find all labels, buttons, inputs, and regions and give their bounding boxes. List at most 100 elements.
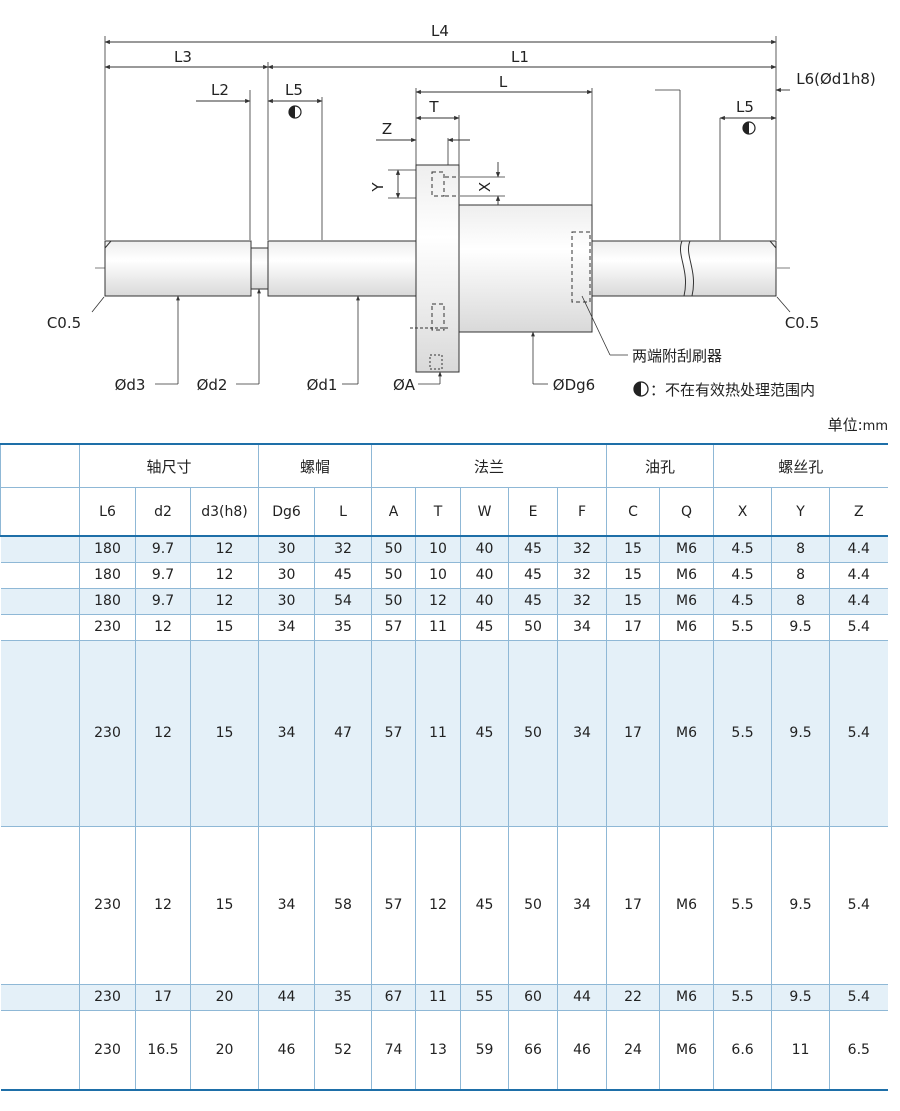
table-cell: 20 (189, 984, 259, 1011)
column-header: Dg6 (258, 487, 315, 537)
table-cell: 32 (557, 536, 607, 563)
dim-l-label: L (499, 73, 508, 91)
table-cell: M6 (659, 536, 714, 563)
column-header: T (415, 487, 461, 537)
dim-l3-label: L3 (174, 48, 192, 66)
table-cell: 58 (314, 826, 372, 985)
unit-value: mm (862, 419, 888, 434)
shaft (104, 240, 777, 297)
table-cell: 180 (79, 562, 136, 589)
table-cell: 34 (258, 614, 315, 641)
nut (410, 164, 593, 373)
column-header: Z (829, 487, 888, 537)
table-cell: 230 (79, 826, 136, 985)
column-header: L6 (79, 487, 136, 537)
table-cell: 4.5 (713, 536, 772, 563)
column-header: A (371, 487, 416, 537)
table-cell: 10 (415, 536, 461, 563)
header-spacer (0, 443, 80, 488)
da-label: ØA (393, 376, 416, 394)
table-cell: 9.7 (135, 588, 191, 615)
row-spacer-cell (0, 640, 80, 827)
table-cell: 17 (606, 826, 660, 985)
table-cell: 12 (135, 640, 191, 827)
column-header: d2 (135, 487, 191, 537)
hardening-symbol-right (742, 121, 756, 135)
table-cell: 55 (460, 984, 509, 1011)
dim-y-label: Y (369, 182, 387, 193)
table-cell: 5.4 (829, 614, 888, 641)
table-cell: 22 (606, 984, 660, 1011)
table-cell: 9.5 (771, 826, 830, 985)
table-cell: 15 (606, 536, 660, 563)
dim-x-label: X (476, 182, 494, 192)
table-cell: 12 (415, 826, 461, 985)
table-cell: 20 (189, 1010, 259, 1091)
table-cell: 46 (258, 1010, 315, 1091)
table-cell: 45 (508, 588, 558, 615)
table-cell: 45 (460, 826, 509, 985)
group-flange: 法兰 (371, 443, 607, 488)
table-cell: 74 (371, 1010, 416, 1091)
dim-z-label: Z (382, 120, 392, 138)
dim-l1-label: L1 (511, 48, 529, 66)
hardening-symbol-left (288, 105, 302, 119)
chamfer-right-label: C0.5 (785, 314, 819, 332)
table-cell: 5.5 (713, 640, 772, 827)
table-cell: 15 (606, 562, 660, 589)
d3-label: Ød3 (115, 376, 146, 394)
table-cell: 11 (415, 984, 461, 1011)
table-cell: 17 (135, 984, 191, 1011)
table-cell: 45 (508, 536, 558, 563)
table-cell: 4.5 (713, 562, 772, 589)
table-cell: 40 (460, 562, 509, 589)
table-cell: 24 (606, 1010, 660, 1091)
table-cell: 50 (371, 588, 416, 615)
table-cell: 50 (508, 826, 558, 985)
table-cell: 180 (79, 536, 136, 563)
column-header: X (713, 487, 772, 537)
table-cell: 180 (79, 588, 136, 615)
table-cell: 5.4 (829, 640, 888, 827)
shaft-groove-d2 (250, 247, 269, 290)
table-cell: 10 (415, 562, 461, 589)
table-cell: 59 (460, 1010, 509, 1091)
table-cell: M6 (659, 640, 714, 827)
table-cell: 5.4 (829, 984, 888, 1011)
column-header: E (508, 487, 558, 537)
header-spacer-sub (0, 487, 80, 537)
dim-l6-label: L6(Ød1h8) (796, 70, 876, 88)
table-cell: 15 (189, 640, 259, 827)
table-cell: 9.5 (771, 984, 830, 1011)
table-cell: M6 (659, 1010, 714, 1091)
table-cell: 230 (79, 984, 136, 1011)
table-cell: 12 (415, 588, 461, 615)
table-cell: 50 (371, 536, 416, 563)
extension-lines (104, 36, 777, 240)
table-cell: M6 (659, 562, 714, 589)
table-cell: 32 (557, 588, 607, 615)
group-screw-hole: 螺丝孔 (713, 443, 888, 488)
table-cell: 66 (508, 1010, 558, 1091)
group-oil-hole: 油孔 (606, 443, 714, 488)
table-cell: 16.5 (135, 1010, 191, 1091)
table-cell: 4.5 (713, 588, 772, 615)
table-cell: 4.4 (829, 562, 888, 589)
row-spacer-cell (0, 826, 80, 985)
table-cell: 17 (606, 614, 660, 641)
table-cell: 32 (557, 562, 607, 589)
table-cell: 35 (314, 614, 372, 641)
table-cell: 35 (314, 984, 372, 1011)
table-cell: 52 (314, 1010, 372, 1091)
table-cell: 230 (79, 640, 136, 827)
table-cell: 46 (557, 1010, 607, 1091)
table-cell: 34 (258, 826, 315, 985)
table-cell: 30 (258, 536, 315, 563)
row-spacer-cell (0, 1010, 80, 1091)
